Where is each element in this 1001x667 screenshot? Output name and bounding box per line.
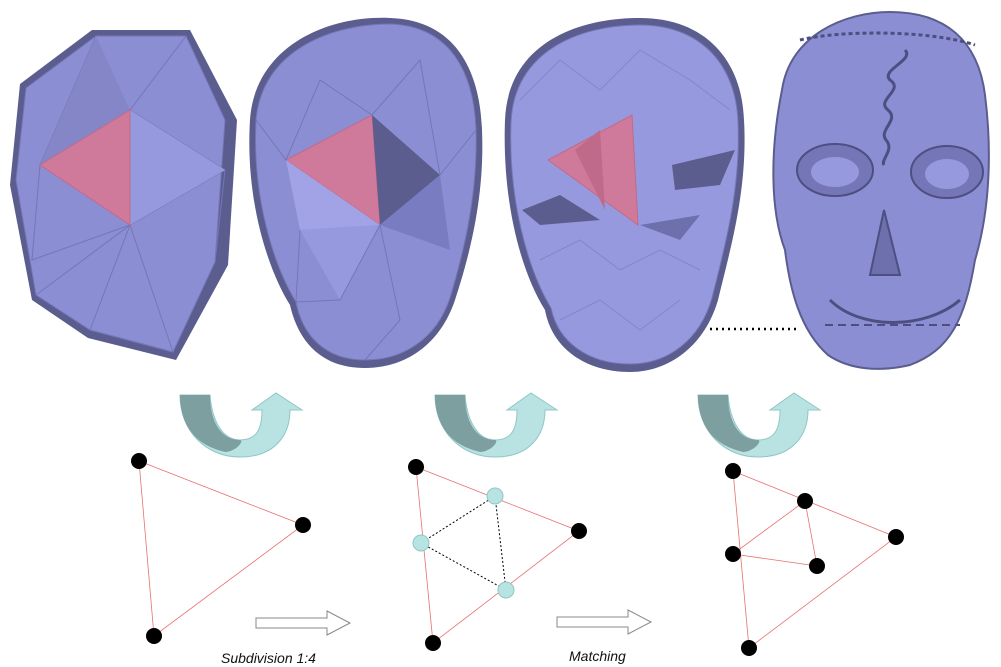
curved-arrow-1 — [180, 393, 302, 457]
vertex-black — [425, 635, 441, 651]
vertex-black — [725, 546, 741, 562]
right-arrow-2 — [557, 610, 651, 634]
vertex-black — [571, 523, 587, 539]
vertex-new — [413, 535, 429, 551]
triangle-matched — [725, 463, 904, 656]
vertex-black — [809, 558, 825, 574]
vertex-black — [408, 459, 424, 475]
vertex-black — [146, 628, 162, 644]
vertex-new — [487, 488, 503, 504]
curved-arrow-3 — [698, 393, 820, 457]
vertex-black — [797, 493, 813, 509]
triangle-original — [131, 453, 311, 644]
vertex-black — [888, 529, 904, 545]
mesh-coarse — [10, 30, 237, 360]
mesh-level-3 — [505, 18, 745, 372]
vertex-black — [741, 640, 757, 656]
vertex-black — [725, 463, 741, 479]
vertex-new — [498, 582, 514, 598]
caption-matching: Matching — [569, 648, 626, 664]
mesh-detailed-skull — [773, 12, 989, 369]
mesh-level-2 — [249, 18, 482, 368]
caption-subdivision: Subdivision 1:4 — [221, 650, 316, 666]
vertex-black — [131, 453, 147, 469]
right-arrow-1 — [256, 611, 350, 635]
vertex-black — [295, 517, 311, 533]
curved-arrow-2 — [435, 393, 557, 457]
